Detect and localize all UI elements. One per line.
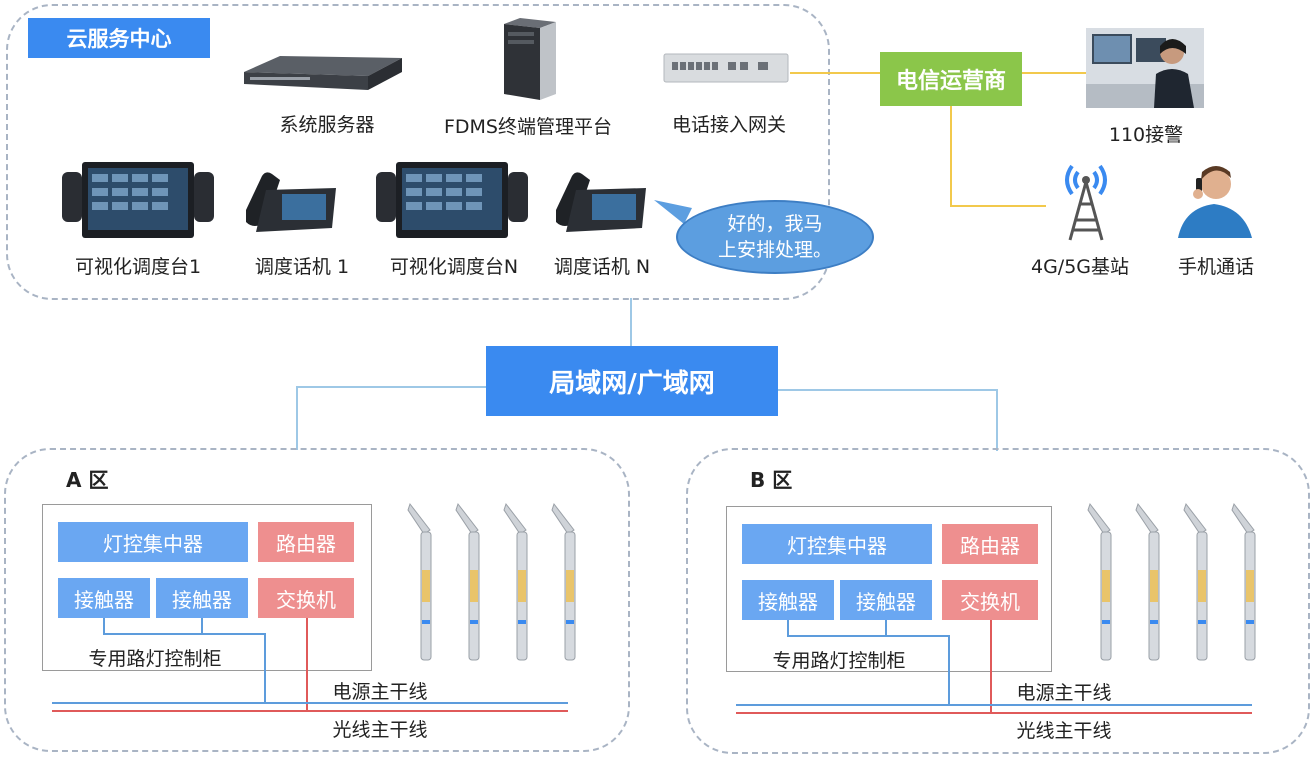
dispatch-console-icon-1 — [60, 158, 216, 244]
desk-phone-icon-1 — [236, 170, 340, 240]
zone-b-wire-down — [948, 635, 950, 705]
base-station-label: 4G/5G基站 — [1030, 256, 1130, 278]
zone-b-concentrator: 灯控集中器 — [742, 524, 932, 564]
speech-bubble: 好的，我马 上安排处理。 — [676, 200, 874, 274]
connector-telecom-tower — [950, 205, 1046, 207]
dispatch-console-icon-n — [374, 158, 530, 244]
connector-cloud-network — [630, 298, 632, 348]
police-operator-icon — [1086, 28, 1204, 112]
bubble-line-2: 上安排处理。 — [717, 239, 832, 261]
zone-b-contactor-2: 接触器 — [840, 580, 932, 620]
gateway-label: 电话接入网关 — [671, 114, 786, 136]
streetlight-icon — [1183, 502, 1208, 661]
cell-tower-icon — [1056, 160, 1116, 246]
console1-label: 可视化调度台1 — [74, 256, 202, 278]
rack-server-icon — [240, 52, 405, 102]
mobile-label: 手机通话 — [1177, 256, 1254, 278]
streetlight-icon — [1087, 502, 1112, 661]
server-label: 系统服务器 — [279, 114, 375, 136]
streetlight-icon — [503, 502, 528, 661]
streetlight-icon — [407, 502, 432, 661]
zone-b-contactor-1: 接触器 — [742, 580, 834, 620]
zone-b-fiber-label: 光线主干线 — [1016, 720, 1112, 742]
zone-a-contactor-2: 接触器 — [156, 578, 248, 618]
streetlight-icon — [551, 502, 576, 661]
zone-b-switch: 交换机 — [942, 580, 1038, 620]
zone-a-wire-h — [103, 633, 265, 635]
connector-network-right-v — [996, 389, 998, 451]
network-box: 局域网/广域网 — [486, 346, 778, 416]
speech-bubble-tail — [654, 196, 694, 230]
zone-a-streetlights — [404, 500, 584, 670]
telecom-operator-box: 电信运营商 — [880, 52, 1022, 106]
zone-a-router: 路由器 — [258, 522, 354, 562]
zone-a-concentrator: 灯控集中器 — [58, 522, 248, 562]
zone-a-contactor-1: 接触器 — [58, 578, 150, 618]
network-gateway-icon — [662, 48, 790, 92]
connector-network-right-h — [776, 389, 998, 391]
cloud-service-title: 云服务中心 — [28, 18, 210, 58]
zone-b-wire-c2 — [885, 620, 887, 636]
phone1-label: 调度话机 1 — [254, 256, 350, 278]
consoleN-label: 可视化调度台N — [389, 256, 519, 278]
zone-a-fiber-label: 光线主干线 — [332, 719, 428, 741]
cloud-service-region — [6, 4, 830, 300]
zone-b-router: 路由器 — [942, 524, 1038, 564]
connector-telecom-police — [1022, 72, 1086, 74]
zone-a-region — [4, 448, 630, 752]
streetlight-icon — [1135, 502, 1160, 661]
zone-b-label: B 区 — [750, 468, 793, 492]
zone-b-power-label: 电源主干线 — [1016, 682, 1112, 704]
connector-network-left-v — [296, 386, 298, 450]
zone-a-label: A 区 — [66, 468, 109, 492]
police-label: 110接警 — [1108, 124, 1184, 146]
zone-a-cabinet-label: 专用路灯控制柜 — [88, 648, 222, 670]
fdms-label: FDMS终端管理平台 — [443, 116, 612, 138]
zone-b-power-line — [736, 704, 1252, 706]
connector-gateway-telecom — [790, 72, 882, 74]
zone-b-wire-h — [787, 635, 949, 637]
desk-phone-icon-n — [546, 170, 650, 240]
tower-server-icon — [500, 16, 558, 106]
zone-a-wire-c1 — [103, 618, 105, 634]
zone-a-wire-switch — [306, 618, 308, 712]
connector-network-left-h — [296, 386, 486, 388]
zone-b-wire-c1 — [787, 620, 789, 636]
zone-b-region — [686, 448, 1310, 754]
phoneN-label: 调度话机 N — [553, 256, 651, 278]
zone-b-fiber-line — [736, 712, 1252, 714]
streetlight-icon — [455, 502, 480, 661]
zone-a-power-label: 电源主干线 — [332, 681, 428, 703]
zone-b-cabinet-label: 专用路灯控制柜 — [772, 650, 906, 672]
zone-b-streetlights — [1084, 500, 1264, 670]
zone-a-fiber-line — [52, 710, 568, 712]
zone-a-wire-c2 — [201, 618, 203, 634]
zone-a-switch: 交换机 — [258, 578, 354, 618]
mobile-caller-icon — [1170, 158, 1260, 242]
zone-a-wire-down — [264, 633, 266, 703]
zone-a-power-line — [52, 702, 568, 704]
bubble-line-1: 好的，我马 — [727, 213, 823, 235]
zone-b-wire-switch — [990, 620, 992, 714]
connector-telecom-down — [950, 106, 952, 206]
streetlight-icon — [1231, 502, 1256, 661]
